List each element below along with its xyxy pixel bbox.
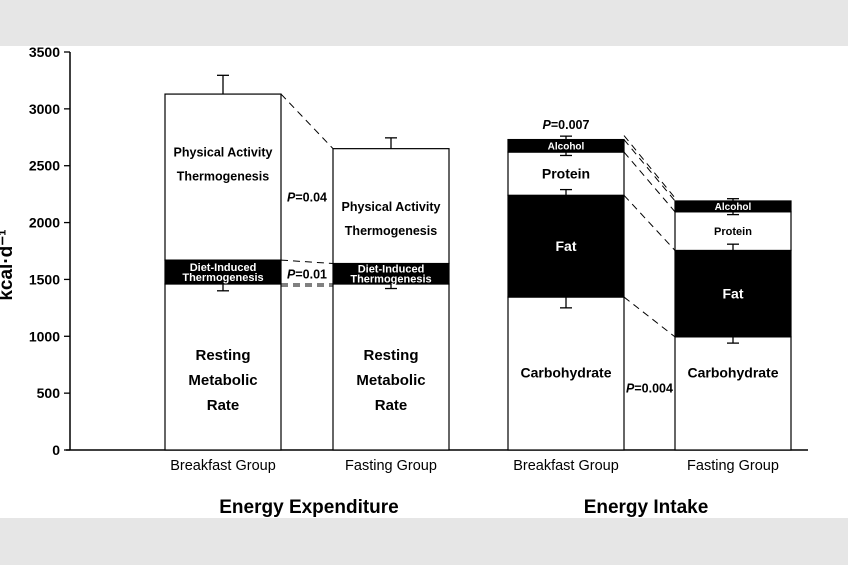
p-value-annotation: P=0.04: [287, 191, 327, 205]
segment-label: Resting: [195, 347, 250, 364]
stacked-bar-chart: kcal·d⁻¹ 0 500 1000 1500 2000 2500 3000 3500Res…: [0, 46, 808, 518]
x-category-label: Fasting Group: [687, 458, 779, 474]
p-value-annotation: P=0.01: [287, 267, 327, 281]
x-category-label: Breakfast Group: [170, 458, 276, 474]
connector-dashed-line: [623, 135, 676, 199]
segment-label: Carbohydrate: [687, 365, 778, 381]
bar-segment: [332, 148, 450, 265]
segment-label: Thermogenesis: [177, 170, 269, 184]
segment-label: Resting: [363, 347, 418, 364]
y-axis-label: kcal·d⁻¹: [0, 229, 17, 300]
x-category-label: Breakfast Group: [513, 458, 619, 474]
y-tick-label: 3500: [29, 46, 60, 60]
segment-label: Metabolic: [188, 372, 257, 389]
panel-label: Energy Expenditure: [219, 497, 399, 518]
segment-label: Metabolic: [356, 372, 425, 389]
segment-label: Protein: [714, 226, 752, 238]
y-tick-label: 2500: [29, 158, 60, 174]
segment-label: Rate: [207, 397, 240, 414]
segment-label: Thermogenesis: [345, 224, 437, 238]
segment-label: Fat: [556, 238, 577, 254]
bar-segment: [674, 336, 792, 451]
bar-segment: [507, 151, 625, 196]
connector-dashed-line: [280, 259, 334, 265]
y-tick-label: 1000: [29, 328, 60, 344]
connector-dashed-line: [623, 139, 676, 202]
y-tick-label: 1500: [29, 271, 60, 287]
bar-segment: [674, 249, 792, 338]
bar-segment: [164, 283, 282, 451]
bar-segment: [332, 283, 450, 451]
panel-label: Energy Intake: [584, 497, 709, 518]
connector-dashed-line: [623, 296, 676, 338]
segment-label: Rate: [375, 397, 408, 414]
segment-label: Diet-Induced: [190, 262, 257, 274]
bar-segment: [164, 93, 282, 261]
connector-dashed-line: [280, 93, 334, 150]
segment-label: Physical Activity: [174, 146, 273, 160]
segment-label: Carbohydrate: [520, 365, 611, 381]
segment-label: Diet-Induced: [358, 264, 425, 276]
y-tick-label: 0: [52, 442, 60, 458]
segment-label: Thermogenesis: [182, 272, 263, 284]
connector-dashed-line: [623, 194, 676, 251]
y-tick-label: 2000: [29, 215, 60, 231]
y-tick-label: 500: [37, 385, 61, 401]
p-value-annotation: P=0.007: [543, 118, 590, 132]
segment-label: Protein: [542, 166, 590, 182]
segment-label: Physical Activity: [342, 200, 441, 214]
x-category-label: Fasting Group: [345, 458, 437, 474]
y-tick-label: 3000: [29, 101, 60, 117]
bar-segment: [507, 296, 625, 451]
p-value-annotation: P=0.004: [626, 382, 673, 396]
connector-dashed-line: [623, 151, 676, 213]
segment-label: Alcohol: [548, 141, 585, 152]
segment-label: Alcohol: [715, 202, 752, 213]
segment-label: Thermogenesis: [350, 274, 431, 286]
segment-label: Fat: [723, 286, 744, 302]
